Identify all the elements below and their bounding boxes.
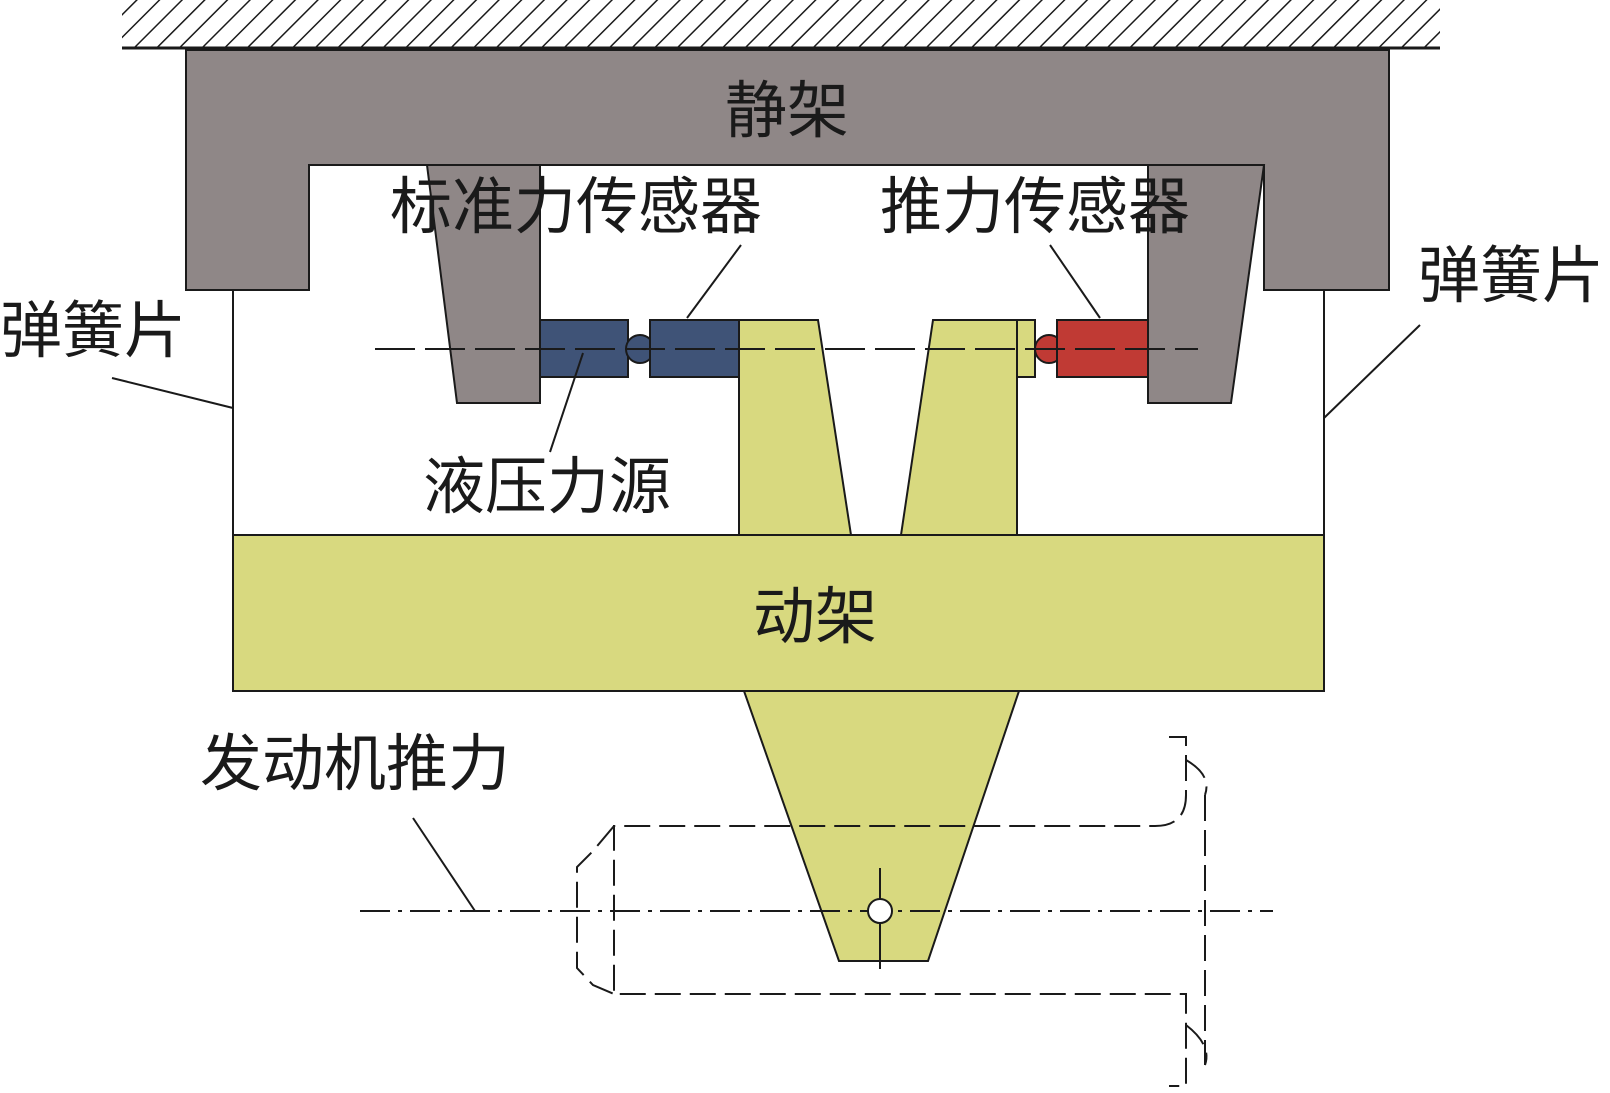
- engine-thrust-label: 发动机推力: [200, 727, 510, 800]
- moving-frame-label: 动架: [753, 580, 877, 653]
- spring-plate-right-label: 弹簧片: [1418, 239, 1604, 312]
- hydraulic-source-label: 液压力源: [423, 450, 671, 523]
- thrust-sensor-label: 推力传感器: [880, 170, 1190, 243]
- moving-frame-left-arm: [738, 319, 853, 536]
- engine-outline: [576, 736, 1208, 1087]
- standard-force-sensor-label: 标准力传感器: [390, 170, 762, 243]
- pivot-hole: [867, 898, 893, 924]
- moving-frame-right-arm: [899, 319, 1018, 536]
- leader-lines: [111, 244, 1421, 912]
- ground-hatch: [122, 0, 1440, 50]
- static-frame-label: 静架: [725, 74, 849, 147]
- static-frame-left-leg: [425, 164, 541, 404]
- spring-plates: [232, 290, 1325, 535]
- spring-plate-left-label: 弹簧片: [0, 294, 186, 367]
